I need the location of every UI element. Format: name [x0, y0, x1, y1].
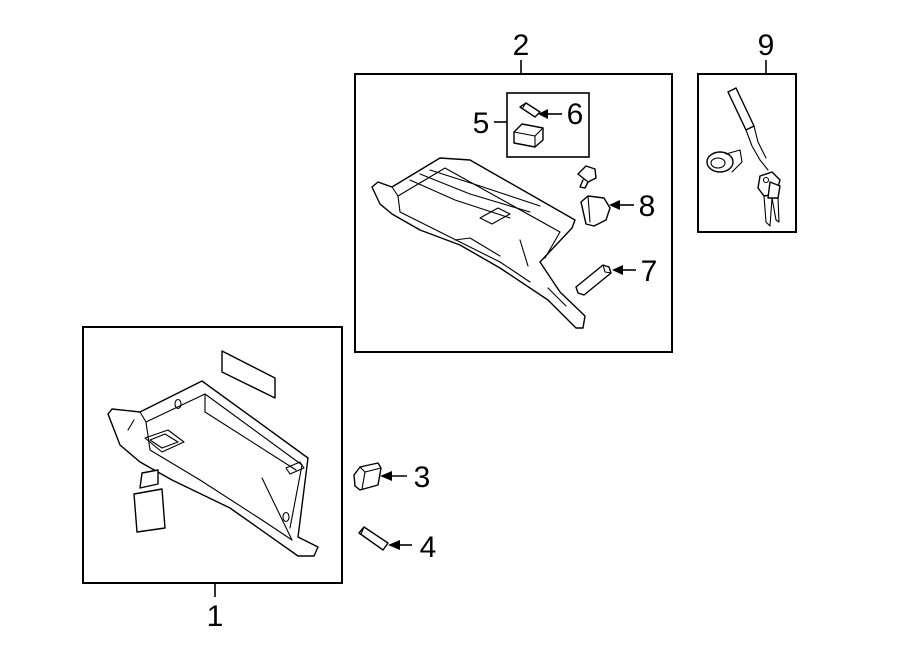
block-part-5: [513, 123, 544, 148]
parts-5-6-subbox: [494, 92, 590, 158]
callout-7: 7: [641, 255, 658, 288]
label-plate-part-1: [221, 350, 276, 399]
arrow-part-4: [388, 540, 412, 550]
lock-cylinder-part-9: [706, 149, 743, 173]
pin-part-4: [358, 526, 389, 551]
glove-box-bin-part-1: [107, 380, 319, 557]
screw-part-2: [577, 165, 597, 189]
group-1-box: [82, 326, 343, 597]
pin-part-6: [519, 102, 541, 118]
callout-8: 8: [639, 190, 656, 223]
clip-part-8: [580, 195, 611, 227]
callout-1: 1: [207, 600, 224, 633]
arrow-part-8: [609, 200, 634, 210]
callout-5: 5: [473, 107, 490, 140]
group-2-box: [354, 60, 673, 353]
rod-part-7: [575, 264, 612, 296]
callout-2: 2: [513, 29, 530, 62]
key-tag-part-9: [727, 87, 769, 171]
callout-3: 3: [414, 461, 431, 494]
arrow-part-3: [380, 471, 407, 481]
bumper-part-3: [353, 462, 382, 491]
callout-9: 9: [758, 29, 775, 62]
arrow-part-7: [612, 265, 636, 275]
group-9-box: [697, 60, 797, 233]
callout-4: 4: [420, 531, 437, 564]
pad-part-1: [133, 469, 166, 533]
arrow-part-6: [538, 109, 562, 119]
keys-part-9: [757, 171, 781, 227]
glove-box-door-part-2: [371, 157, 586, 329]
callout-6: 6: [567, 98, 584, 131]
